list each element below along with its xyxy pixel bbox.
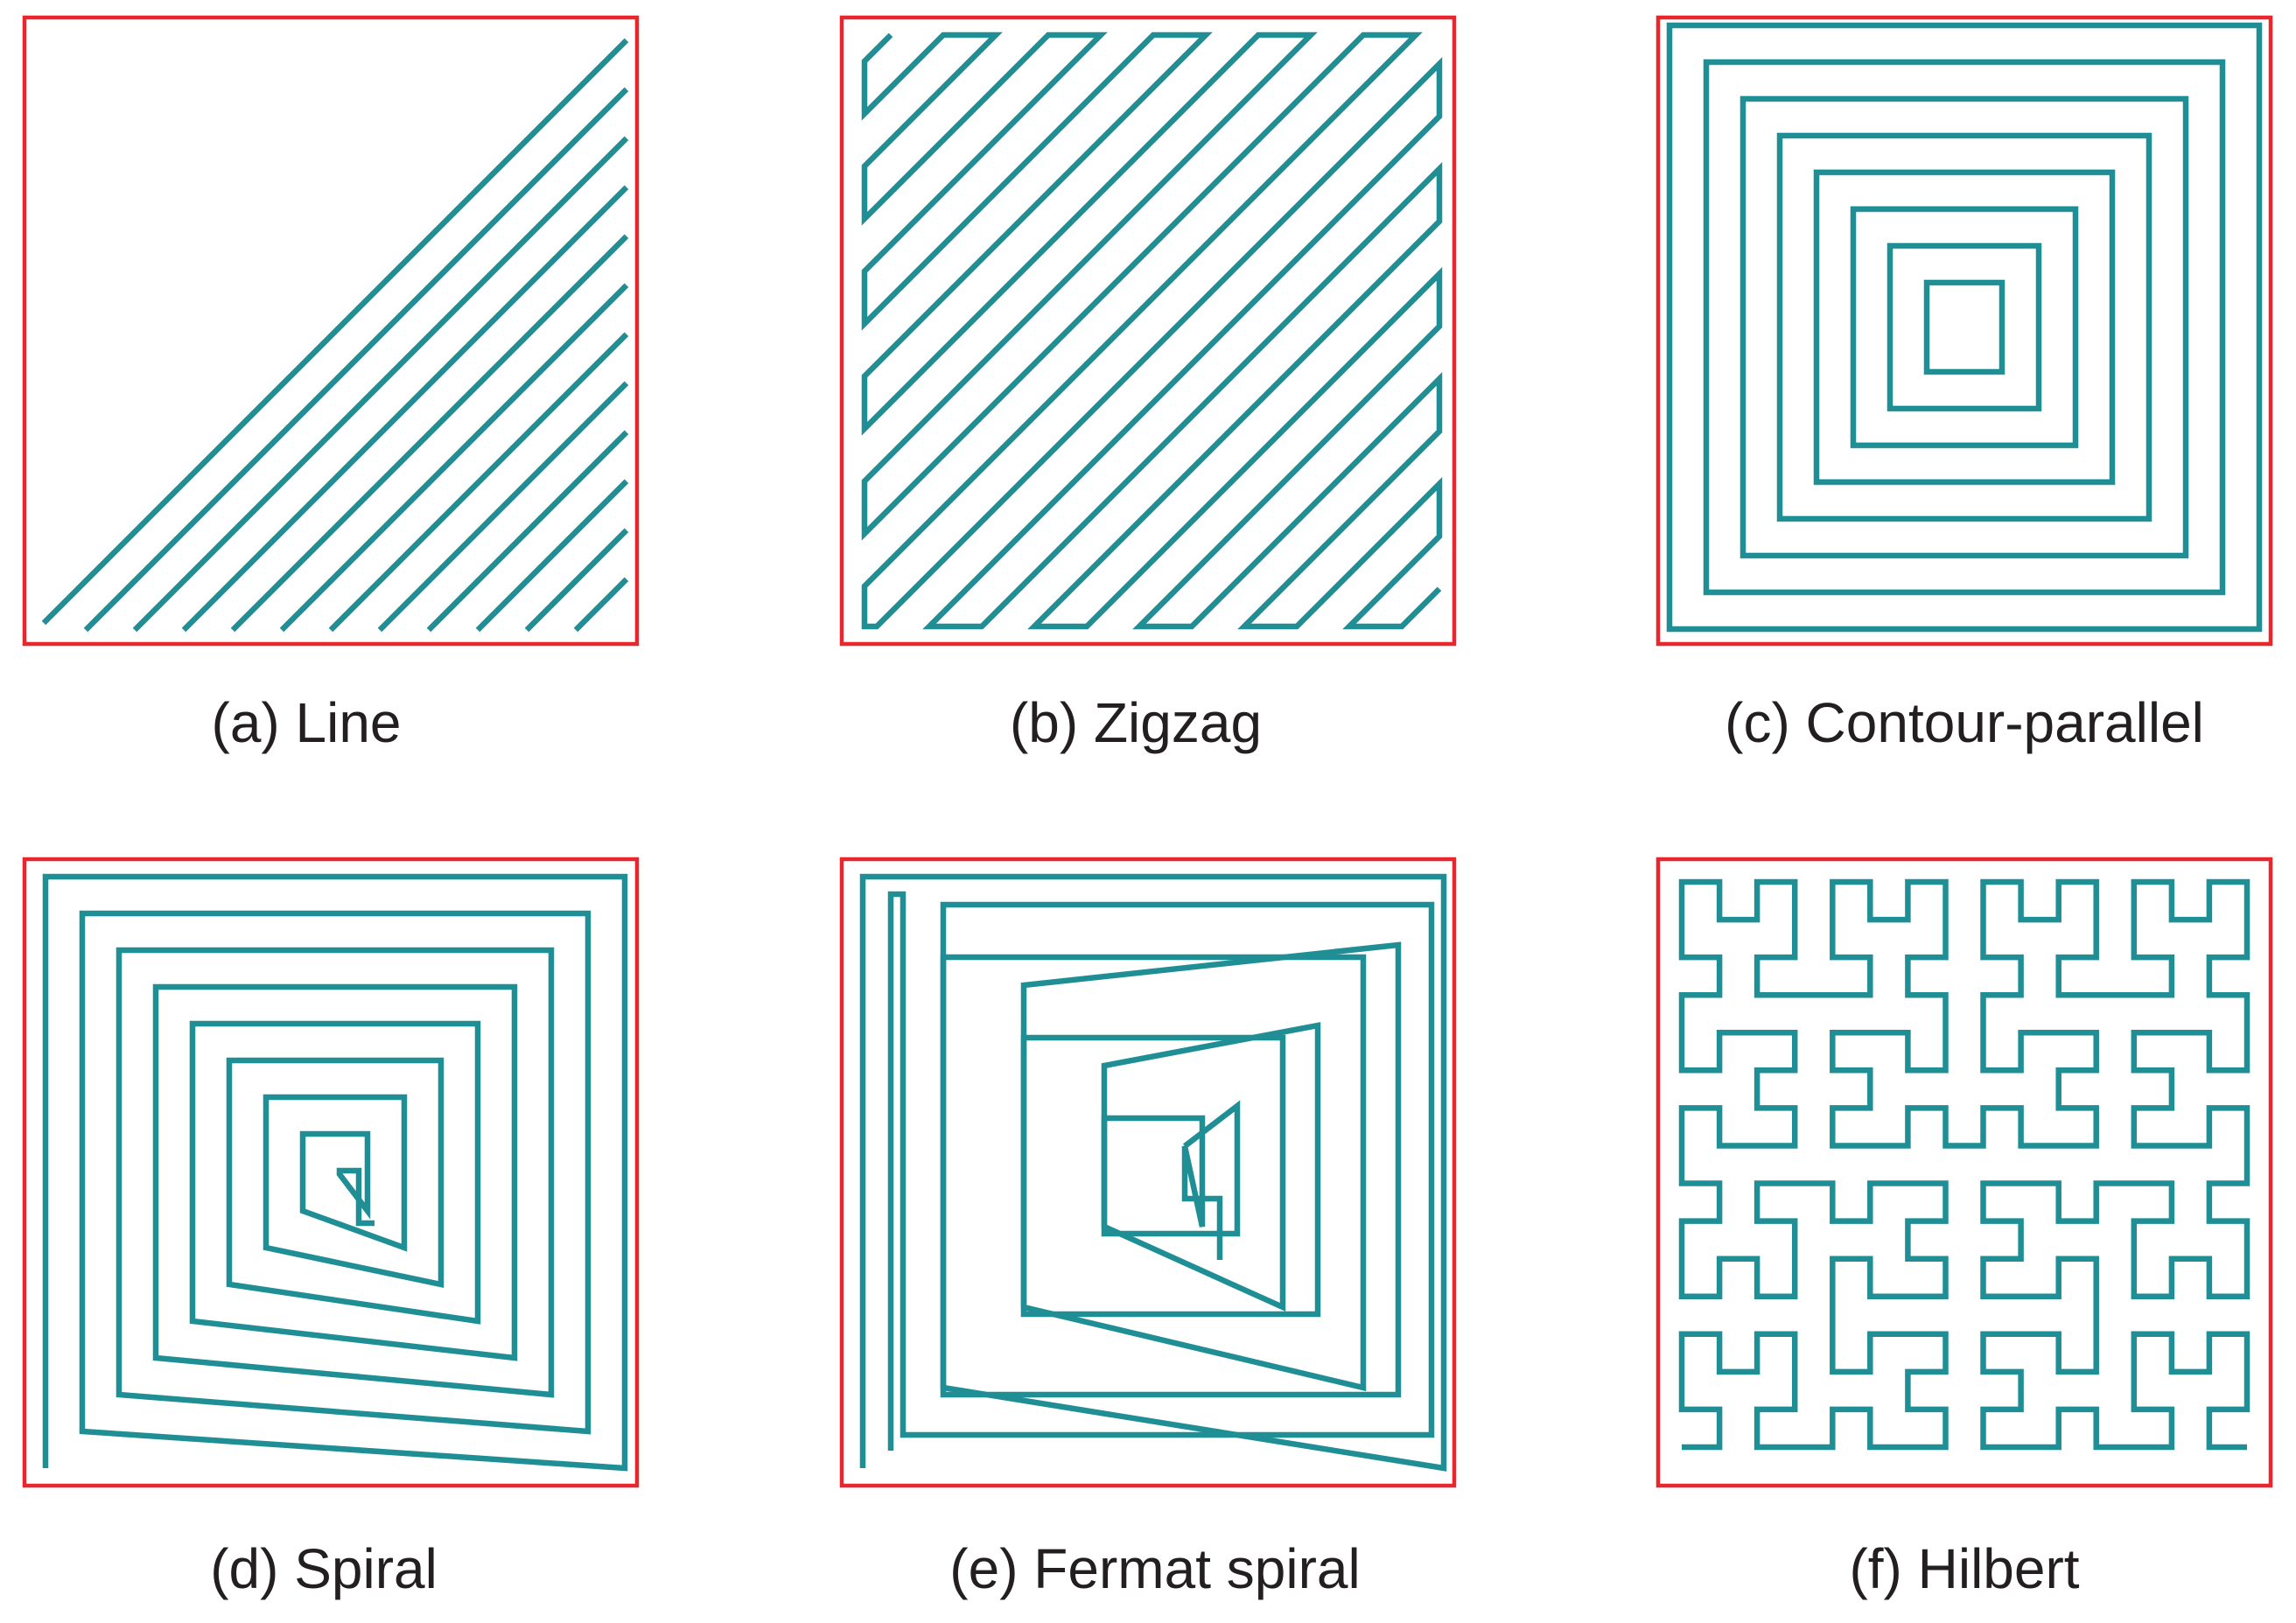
zigzag-toolpath [861,31,1443,630]
caption-zigzag: (b) Zigzag [1010,691,1262,754]
contour-loop [1776,132,2152,522]
line-segment [377,381,629,633]
panel-frame [1656,857,2273,1488]
line-segment [230,234,629,633]
contour-loop [1813,169,2116,486]
contour-loop [1923,279,2006,375]
fermat-spiral-toolpath [859,873,1447,1472]
panel-frame [1656,15,2273,647]
line-toolpath [41,38,629,633]
line-segment [279,283,629,633]
contour-parallel-toolpath [1666,22,2263,633]
panel-frame [22,15,640,647]
line-segment [573,577,629,633]
line-segment [426,430,629,633]
zigzag-line [861,31,1443,630]
spiral-toolpath [42,873,628,1472]
contour-loop [1703,59,2226,596]
caption-fermat-spiral: (e) Fermat spiral [949,1537,1360,1600]
caption-line: (a) Line [212,691,402,754]
line-segment [132,136,629,633]
panel-fermat-spiral: (e) Fermat spiral [839,857,1457,1600]
line-segment [475,479,629,633]
contour-loop [1886,242,2042,412]
caption-contour-parallel: (c) Contour-parallel [1725,691,2204,754]
hilbert-curve [1678,878,2250,1451]
caption-spiral: (d) Spiral [210,1537,438,1600]
line-segment [524,528,629,633]
contour-loop [1850,206,2079,449]
fermat-spiral-line-inward [887,891,1435,1451]
line-segment [181,185,629,633]
line-segment [83,87,629,633]
panel-frame [839,857,1457,1488]
panel-spiral: (d) Spiral [22,857,640,1600]
panel-hilbert: (f) Hilbert [1656,857,2273,1600]
contour-loop [1740,95,2189,559]
caption-hilbert: (f) Hilbert [1849,1537,2079,1600]
panel-zigzag: (b) Zigzag [839,15,1457,754]
panel-line: (a) Line [22,15,640,754]
spiral-line [42,873,628,1472]
fermat-spiral-line-outward [859,873,1447,1472]
panel-frame [22,857,640,1488]
hilbert-toolpath [1678,878,2250,1451]
line-segment [41,38,629,626]
panel-contour-parallel: (c) Contour-parallel [1656,15,2273,754]
contour-loop [1666,22,2263,633]
line-segment [328,332,629,633]
panel-frame [839,15,1457,647]
